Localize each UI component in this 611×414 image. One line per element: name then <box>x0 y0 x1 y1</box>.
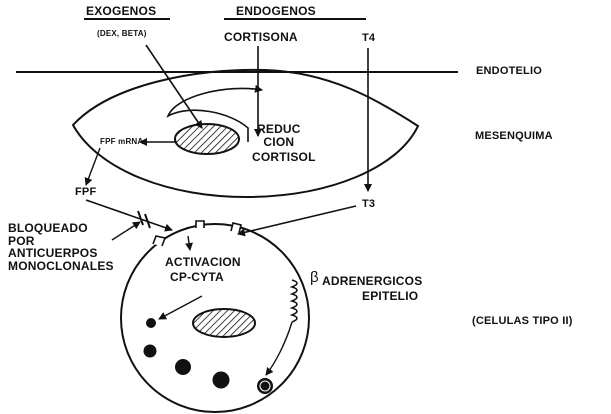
endogenos-label: ENDOGENOS <box>236 5 316 17</box>
bloqueado-line-1: BLOQUEADO <box>8 222 114 235</box>
receptor-to-activation-arrow <box>188 236 190 250</box>
celulas-tipo-ii-label: (CELULAS TIPO II) <box>472 316 573 327</box>
t3-label: T3 <box>362 199 375 210</box>
fpf-mrna-label: FPF mRNA <box>100 138 143 146</box>
vesicle-1 <box>146 318 156 328</box>
reduccion-label: REDUC CION <box>257 123 301 148</box>
activation-to-vesicle-arrow <box>159 296 202 319</box>
reduccion-line-1: REDUC <box>257 123 301 136</box>
cortisol-label: CORTISOL <box>252 151 316 163</box>
receptor-1 <box>153 236 165 246</box>
cp-cyta-label: CP-CYTA <box>170 271 224 283</box>
receptor-3 <box>231 223 241 233</box>
t4-label: T4 <box>362 33 375 44</box>
mrna-to-fpf-arrow <box>86 148 100 185</box>
epitelio-label: EPITELIO <box>362 290 418 302</box>
dex-beta-label: (DEX, BETA) <box>97 30 147 38</box>
bloqueado-line-4: MONOCLONALES <box>8 260 114 273</box>
mesenquima-label: MESENQUIMA <box>475 131 553 142</box>
exogenos-arrow <box>146 45 202 128</box>
cortisona-label: CORTISONA <box>224 31 298 43</box>
adrenergicos-label: ADRENERGICOS <box>322 275 422 287</box>
beta-signal-arrow <box>266 322 292 375</box>
vesicle-5-exocytosis <box>257 378 273 394</box>
antibody-arrow <box>112 222 140 240</box>
vesicle-4 <box>213 372 230 389</box>
reduccion-line-2: CION <box>257 136 301 149</box>
beta-symbol: β <box>310 270 319 285</box>
epithelium-nucleus <box>193 309 255 337</box>
activacion-label: ACTIVACION <box>165 256 241 268</box>
receptor-2 <box>196 221 204 228</box>
exogenos-label: EXOGENOS <box>86 5 156 17</box>
t3-to-receptor-arrow <box>238 206 356 234</box>
bloqueado-line-3: ANTICUERPOS <box>8 247 114 260</box>
beta-adrenergic-receptor <box>292 280 297 322</box>
endotelio-label: ENDOTELIO <box>476 66 542 77</box>
mesenchyme-nucleus <box>175 124 239 154</box>
fpf-label: FPF <box>75 187 96 198</box>
bloqueado-label: BLOQUEADO POR ANTICUERPOS MONOCLONALES <box>8 222 114 272</box>
vesicle-2 <box>144 345 157 358</box>
vesicle-3 <box>175 359 191 375</box>
